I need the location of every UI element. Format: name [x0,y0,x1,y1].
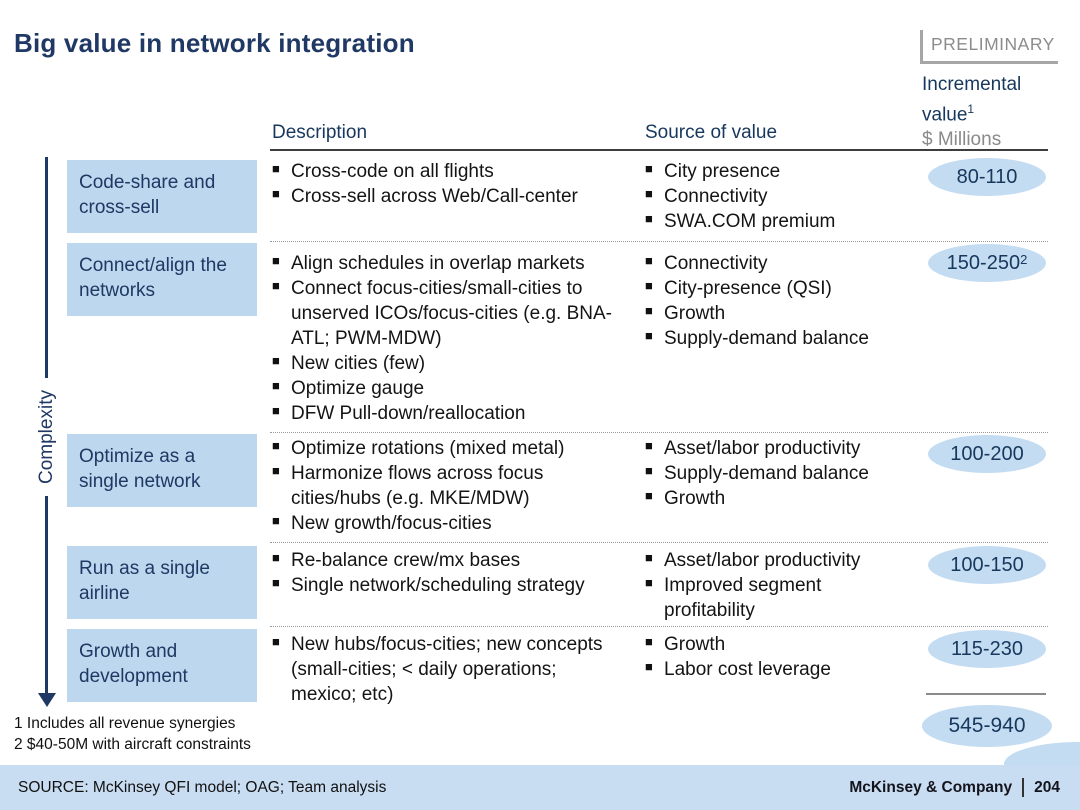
incremental-value-text: Incremental value [922,74,1022,126]
value-footnote-ref: 2 [1020,251,1028,267]
page-divider [1022,778,1025,797]
total-value-pill: 545-940 [922,705,1052,747]
list-item: Cross-code on all flights [272,156,614,184]
column-header-source: Source of value [645,122,778,143]
category-box-code-share: Code-share and cross-sell [67,160,257,233]
list-item: New growth/focus-cities [272,508,614,536]
category-box-connect-align: Connect/align the networks [67,243,257,316]
total-divider [926,693,1046,695]
incremental-value-label: Incremental value1 [922,72,1047,127]
list-item: Harmonize flows across focus cities/hubs… [272,458,614,511]
brand-name: McKinsey & Company [849,778,1013,796]
footnotes: 1 Includes all revenue synergies 2 $40-5… [14,713,251,755]
category-box-single-airline: Run as a single airline [67,546,257,619]
description-list: Align schedules in overlap markets Conne… [272,248,614,426]
page-title: Big value in network integration [14,28,415,58]
footnote-line: 1 Includes all revenue synergies [14,715,236,732]
value-unit-label: $ Millions [922,129,1002,151]
list-item: Connectivity [645,181,913,209]
footnote-line: 2 $40-50M with aircraft constraints [14,736,251,753]
source-list: City presence Connectivity SWA.COM premi… [645,156,913,234]
list-item: Supply-demand balance [645,458,913,486]
list-item: Single network/scheduling strategy [272,570,614,598]
category-box-optimize-network: Optimize as a single network [67,434,257,507]
header-rule [270,149,1048,151]
list-item: Connectivity [645,248,913,276]
complexity-axis-label: Complexity [28,378,66,496]
list-item: Asset/labor productivity [645,433,913,461]
source-list: Asset/labor productivity Improved segmen… [645,545,913,623]
source-note: SOURCE: McKinsey QFI model; OAG; Team an… [18,778,387,796]
page-number: 204 [1034,778,1060,796]
list-item: City presence [645,156,913,184]
list-item: Cross-sell across Web/Call-center [272,181,614,209]
table-row: Align schedules in overlap markets Conne… [270,242,1048,433]
list-item: City-presence (QSI) [645,273,913,301]
list-item: Optimize gauge [272,373,614,401]
source-list: Asset/labor productivity Supply-demand b… [645,433,913,511]
value-column-header: Incremental value1 $ Millions [922,72,1047,152]
list-item: DFW Pull-down/reallocation [272,398,614,426]
description-list: Re-balance crew/mx bases Single network/… [272,545,614,598]
source-list: Growth Labor cost leverage [645,629,913,682]
list-item: New hubs/focus-cities; new concepts (sma… [272,629,614,707]
table-row: New hubs/focus-cities; new concepts (sma… [270,627,1048,711]
value-pill: 115-230 [928,630,1046,668]
table-row: Re-balance crew/mx bases Single network/… [270,543,1048,627]
list-item: Improved segment profitability [645,570,913,623]
description-list: New hubs/focus-cities; new concepts (sma… [272,629,614,707]
value-pill: 100-200 [928,435,1046,473]
list-item: Growth [645,629,913,657]
list-item: Align schedules in overlap markets [272,248,614,276]
list-item: Growth [645,483,913,511]
arrow-down-icon [38,693,56,707]
list-item: New cities (few) [272,348,614,376]
value-pill: 100-150 [928,546,1046,584]
value-text: 150-250 [946,251,1021,274]
list-item: Optimize rotations (mixed metal) [272,433,614,461]
category-box-growth: Growth and development [67,629,257,702]
list-item: Asset/labor productivity [645,545,913,573]
total-value-text: 545-940 [948,714,1026,737]
table-row: Optimize rotations (mixed metal) Harmoni… [270,433,1048,543]
column-header-description: Description [272,122,368,143]
value-text: 100-150 [950,553,1024,576]
list-item: Connect focus-cities/small-cities to uns… [272,273,614,351]
footer-bar: SOURCE: McKinsey QFI model; OAG; Team an… [0,765,1080,810]
list-item: SWA.COM premium [645,206,913,234]
value-text: 80-110 [956,165,1018,188]
list-item: Re-balance crew/mx bases [272,545,614,573]
footer-right: McKinsey & Company 204 [849,778,1060,797]
preliminary-badge: PRELIMINARY [920,30,1058,64]
list-item: Labor cost leverage [645,654,913,682]
footnote-ref-1: 1 [967,102,975,116]
table-row: Cross-code on all flights Cross-sell acr… [270,152,1048,242]
description-list: Optimize rotations (mixed metal) Harmoni… [272,433,614,536]
description-list: Cross-code on all flights Cross-sell acr… [272,156,614,209]
value-text: 100-200 [950,442,1024,465]
value-text: 115-230 [951,637,1023,660]
source-list: Connectivity City-presence (QSI) Growth … [645,248,913,351]
list-item: Growth [645,298,913,326]
list-item: Supply-demand balance [645,323,913,351]
value-pill: 80-110 [928,158,1046,196]
